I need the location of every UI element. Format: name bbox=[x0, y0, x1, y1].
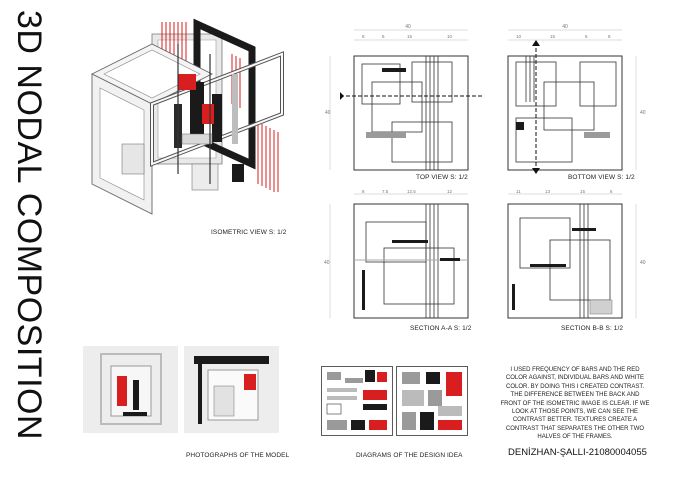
section-bb-dim-c: 15 bbox=[580, 189, 586, 194]
model-photo-2 bbox=[184, 346, 279, 433]
vertical-title: 3D NODAL COMPOSITION bbox=[10, 10, 48, 440]
bottom-view-dim-side: 40 bbox=[640, 110, 646, 116]
bottom-view-dim-b: 15 bbox=[550, 34, 556, 39]
bottom-view-dim-a: 10 bbox=[516, 34, 522, 39]
author-name: DENİZHAN-ŞALLI-21080004055 bbox=[508, 447, 647, 458]
page-title: 3D NODAL COMPOSITION bbox=[10, 10, 48, 440]
isometric-view bbox=[90, 18, 284, 215]
section-aa-dim-b: 7.5 bbox=[382, 189, 389, 194]
top-view-dim-c: 15 bbox=[407, 34, 413, 39]
section-bb-label: SECTION B-B S: 1/2 bbox=[561, 325, 624, 332]
section-aa-dim-a: 8 bbox=[362, 189, 365, 194]
bottom-view-drawing: 40 40 10 15 6 8 bbox=[507, 24, 646, 174]
bottom-view-label: BOTTOM VIEW S: 1/2 bbox=[568, 174, 635, 181]
section-bb-drawing: 11 13 15 6 40 bbox=[507, 189, 646, 319]
section-aa-dim-side: 40 bbox=[324, 260, 330, 266]
bottom-view-dim-c: 6 bbox=[585, 34, 588, 39]
top-view-drawing: 40 40 8 6 15 10 bbox=[325, 24, 482, 171]
section-bb-dim-d: 6 bbox=[610, 189, 613, 194]
bottom-view-dim-d: 8 bbox=[608, 34, 611, 39]
top-view-dim-overall: 40 bbox=[405, 24, 411, 30]
design-diagram-2 bbox=[396, 366, 468, 436]
section-bb-dim-side: 40 bbox=[640, 260, 646, 266]
bottom-view-dim-overall: 40 bbox=[562, 24, 568, 30]
section-bb-dim-a: 11 bbox=[516, 189, 521, 194]
top-view-dim-side: 40 bbox=[325, 110, 331, 116]
section-aa-dim-c: 12.5 bbox=[407, 189, 416, 194]
diagrams-label: DIAGRAMS OF THE DESIGN IDEA bbox=[356, 452, 463, 459]
section-aa-dim-d: 12 bbox=[447, 189, 453, 194]
model-photo-1 bbox=[83, 346, 178, 433]
top-view-dim-d: 10 bbox=[447, 34, 453, 39]
design-description: I USED FREQUENCY OF BARS AND THE RED COL… bbox=[500, 367, 650, 441]
photos-label: PHOTOGRAPHS OF THE MODEL bbox=[186, 452, 290, 459]
section-aa-drawing: 8 7.5 12.5 12 40 bbox=[324, 189, 469, 319]
top-view-dim-a: 8 bbox=[362, 34, 365, 39]
isometric-label: ISOMETRIC VIEW S: 1/2 bbox=[211, 229, 287, 236]
section-aa-label: SECTION A-A S: 1/2 bbox=[410, 325, 472, 332]
design-diagram-1 bbox=[321, 366, 393, 436]
top-view-dim-b: 6 bbox=[382, 34, 385, 39]
top-view-label: TOP VIEW S: 1/2 bbox=[416, 174, 468, 181]
section-bb-dim-b: 13 bbox=[545, 189, 551, 194]
